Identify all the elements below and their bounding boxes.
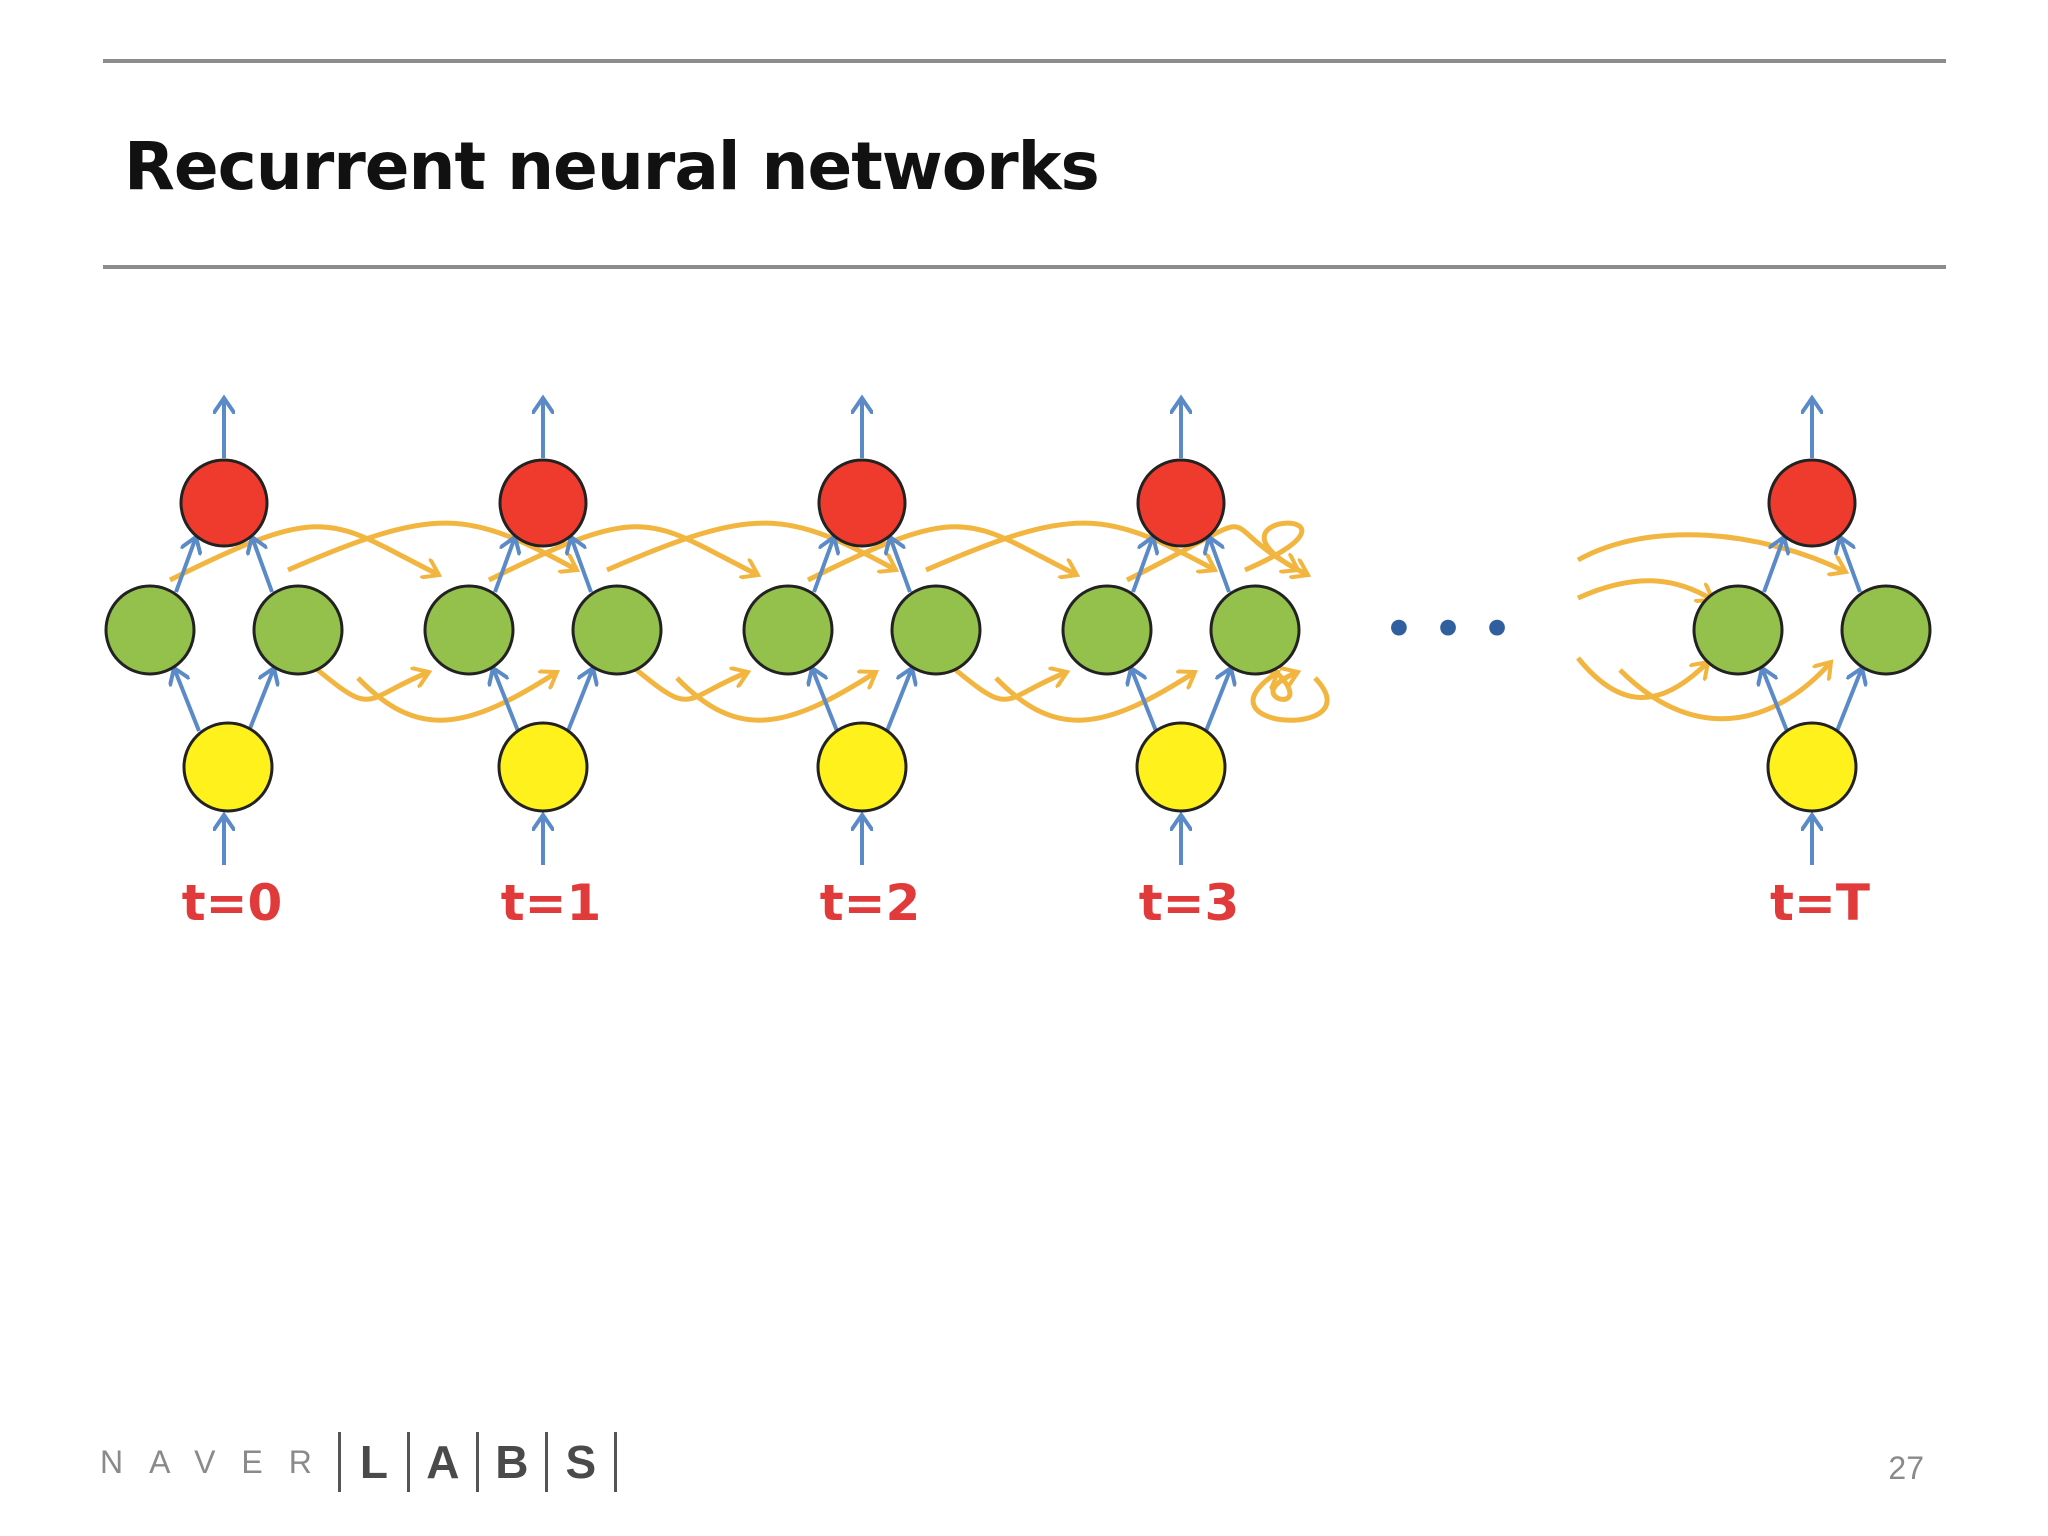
- recurrent-connections: [168, 520, 1846, 723]
- hidden-node: [423, 584, 515, 676]
- hidden-node: [1061, 584, 1153, 676]
- time-label: t=2: [820, 874, 921, 932]
- input-to-hidden-arrow: [566, 668, 593, 732]
- hidden-to-output-arrow: [1762, 537, 1784, 593]
- input-node: [1135, 721, 1227, 813]
- naver-wordmark: NAVER: [100, 1443, 338, 1480]
- recurrent-arrow-lower-a: [944, 660, 1067, 702]
- hidden-to-output-arrow: [571, 537, 593, 593]
- hidden-to-output-arrow: [1840, 537, 1862, 593]
- recurrent-arrow-in-upper: [1576, 532, 1846, 572]
- recurrent-arrow-lower-b: [994, 672, 1195, 723]
- input-to-hidden-arrow: [174, 668, 201, 732]
- hidden-to-output-arrow: [174, 537, 196, 593]
- hidden-to-output-arrow: [493, 537, 515, 593]
- slide-title: Recurrent neural networks: [124, 128, 1100, 205]
- time-label: t=3: [1139, 874, 1240, 932]
- output-node: [1767, 458, 1857, 548]
- hidden-node: [890, 584, 982, 676]
- logo-divider: [406, 1432, 410, 1492]
- logo-divider: [544, 1432, 548, 1492]
- recurrent-arrow-lower-a: [306, 660, 429, 702]
- recurrent-arrow-forward-upper: [806, 524, 1077, 583]
- recurrent-arrow-lower-b: [675, 672, 876, 723]
- labs-letter-l: L: [359, 1436, 388, 1488]
- time-label: t=T: [1770, 874, 1870, 932]
- time-label: t=0: [182, 874, 283, 932]
- recurrent-arrow-forward-long: [1244, 520, 1305, 570]
- input-to-hidden-arrow: [493, 668, 520, 732]
- page-number: 27: [1888, 1450, 1924, 1486]
- hidden-node: [104, 584, 196, 676]
- recurrent-arrow-lower-b: [1250, 672, 1330, 723]
- input-to-hidden-arrow: [885, 668, 912, 732]
- ellipsis-dots: • • •: [1383, 598, 1513, 661]
- recurrent-arrow-lower-a: [625, 660, 748, 702]
- feedforward-connections: [174, 398, 1862, 865]
- input-to-hidden-arrow: [247, 668, 274, 732]
- hidden-to-output-arrow: [252, 537, 274, 593]
- recurrent-arrow-forward-long: [925, 520, 1215, 570]
- output-node: [1136, 458, 1226, 548]
- recurrent-arrow-forward-upper: [168, 524, 439, 583]
- recurrent-arrow-forward-upper: [487, 524, 758, 583]
- hidden-to-output-arrow: [812, 537, 834, 593]
- hidden-to-output-arrow: [1209, 537, 1231, 593]
- output-node: [817, 458, 907, 548]
- input-to-hidden-arrow: [1131, 668, 1158, 732]
- recurrent-arrow-in-lower-b: [1618, 662, 1831, 722]
- recurrent-arrow-forward-long: [287, 520, 577, 570]
- hidden-node: [1692, 584, 1784, 676]
- recurrent-arrow-lower-b: [356, 672, 557, 723]
- input-node: [497, 721, 589, 813]
- time-labels: t=0 t=1 t=2 t=3 t=T: [182, 874, 1870, 932]
- output-node: [498, 458, 588, 548]
- recurrent-arrow-in-lower: [1576, 656, 1708, 700]
- input-node: [816, 721, 908, 813]
- input-node: [182, 721, 274, 813]
- title-underline: [103, 265, 1946, 269]
- time-label: t=1: [501, 874, 602, 932]
- hidden-node: [1209, 584, 1301, 676]
- hidden-node: [742, 584, 834, 676]
- hidden-node: [1840, 584, 1932, 676]
- network-nodes: [104, 458, 1932, 813]
- ellipsis: • • •: [1383, 598, 1513, 661]
- logo-divider: [337, 1432, 341, 1492]
- recurrent-arrow-forward-long: [606, 520, 896, 570]
- input-to-hidden-arrow: [812, 668, 839, 732]
- input-node: [1766, 721, 1858, 813]
- labs-letter-b: B: [495, 1436, 529, 1488]
- hidden-to-output-arrow: [890, 537, 912, 593]
- input-to-hidden-arrow: [1204, 668, 1231, 732]
- hidden-to-output-arrow: [1131, 537, 1153, 593]
- hidden-node: [571, 584, 663, 676]
- naver-labs-logo: NAVER L A B S: [100, 1432, 617, 1492]
- logo-divider: [475, 1432, 479, 1492]
- output-node: [179, 458, 269, 548]
- hidden-node: [252, 584, 344, 676]
- input-to-hidden-arrow: [1835, 668, 1862, 732]
- input-to-hidden-arrow: [1762, 668, 1789, 732]
- top-rule: [103, 59, 1946, 63]
- labs-letter-a: A: [426, 1436, 460, 1488]
- labs-letter-s: S: [565, 1436, 597, 1488]
- logo-divider: [613, 1432, 617, 1492]
- recurrent-arrow-in-mid: [1576, 578, 1713, 600]
